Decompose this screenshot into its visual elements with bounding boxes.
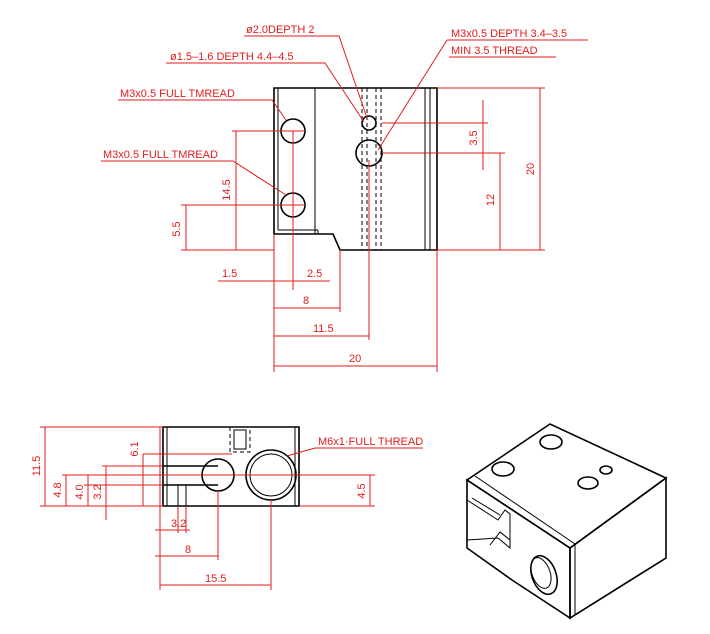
- callout-m3-full-upper: M3x0.5 FULL TMREAD: [120, 88, 235, 100]
- dim-2-5: 2.5: [307, 268, 322, 280]
- dim-4-8: 4.8: [52, 482, 64, 497]
- iso-top-hole-3: [577, 476, 599, 490]
- callout-hole-2-0: ø2.0DEPTH 2: [246, 24, 314, 36]
- iso-top-hole-1: [539, 434, 563, 450]
- small-hole: [361, 115, 377, 131]
- iso-top-hole-4: [599, 465, 613, 475]
- nozzle-feature: [229, 427, 251, 453]
- dim-12: 12: [485, 194, 497, 206]
- side-view: M6x1·FULL THREAD 11.5 4.8 4.0 3.2 6.1 4.…: [31, 426, 423, 590]
- dim-3-2-horizontal: 3.2: [171, 518, 186, 530]
- callout-m3-depth: M3x0.5 DEPTH 3.4–3.5: [451, 28, 567, 40]
- side-slot: [163, 465, 218, 486]
- iso-top-face: [465, 423, 668, 549]
- iso-left-face: [466, 478, 571, 620]
- dim-11-5-side: 11.5: [31, 456, 43, 477]
- dim-14-5: 14.5: [221, 179, 233, 200]
- dim-3-2-vertical: 3.2: [92, 484, 104, 499]
- isometric-view: [465, 423, 668, 620]
- iso-slot: [466, 499, 511, 550]
- dim-4-0: 4.0: [74, 484, 86, 499]
- dim-8-side: 8: [185, 544, 191, 556]
- iso-front-face: [569, 476, 667, 620]
- callout-hole-1-5: ø1.5–1.6 DEPTH 4.4–4.5: [170, 51, 294, 63]
- dim-8: 8: [303, 295, 309, 307]
- side-view-outline: [162, 426, 300, 507]
- dim-15-5: 15.5: [205, 573, 226, 585]
- callout-m6-thread: M6x1·FULL THREAD: [318, 436, 423, 448]
- dim-3-5: 3.5: [468, 130, 480, 145]
- callout-min-thread: MIN 3.5 THREAD: [451, 45, 538, 57]
- dim-4-5: 4.5: [356, 483, 368, 498]
- top-view-outline: [273, 87, 438, 251]
- dim-1-5: 1.5: [222, 268, 237, 280]
- callout-m3-full-lower: M3x0.5 FULL TMREAD: [103, 149, 218, 161]
- dim-5-5: 5.5: [171, 221, 183, 236]
- iso-m6-hole: [530, 554, 558, 596]
- top-view: ø2.0DEPTH 2 ø1.5–1.6 DEPTH 4.4–4.5 M3x0.…: [101, 24, 588, 372]
- dim-11-5: 11.5: [313, 323, 334, 335]
- iso-top-hole-2: [491, 461, 515, 477]
- side-view-dimensions: [40, 426, 423, 590]
- dim-6-1: 6.1: [129, 441, 141, 456]
- dim-20-horizontal: 20: [349, 353, 361, 365]
- top-view-dimensions: [101, 35, 588, 372]
- dim-20-vertical: 20: [525, 163, 537, 175]
